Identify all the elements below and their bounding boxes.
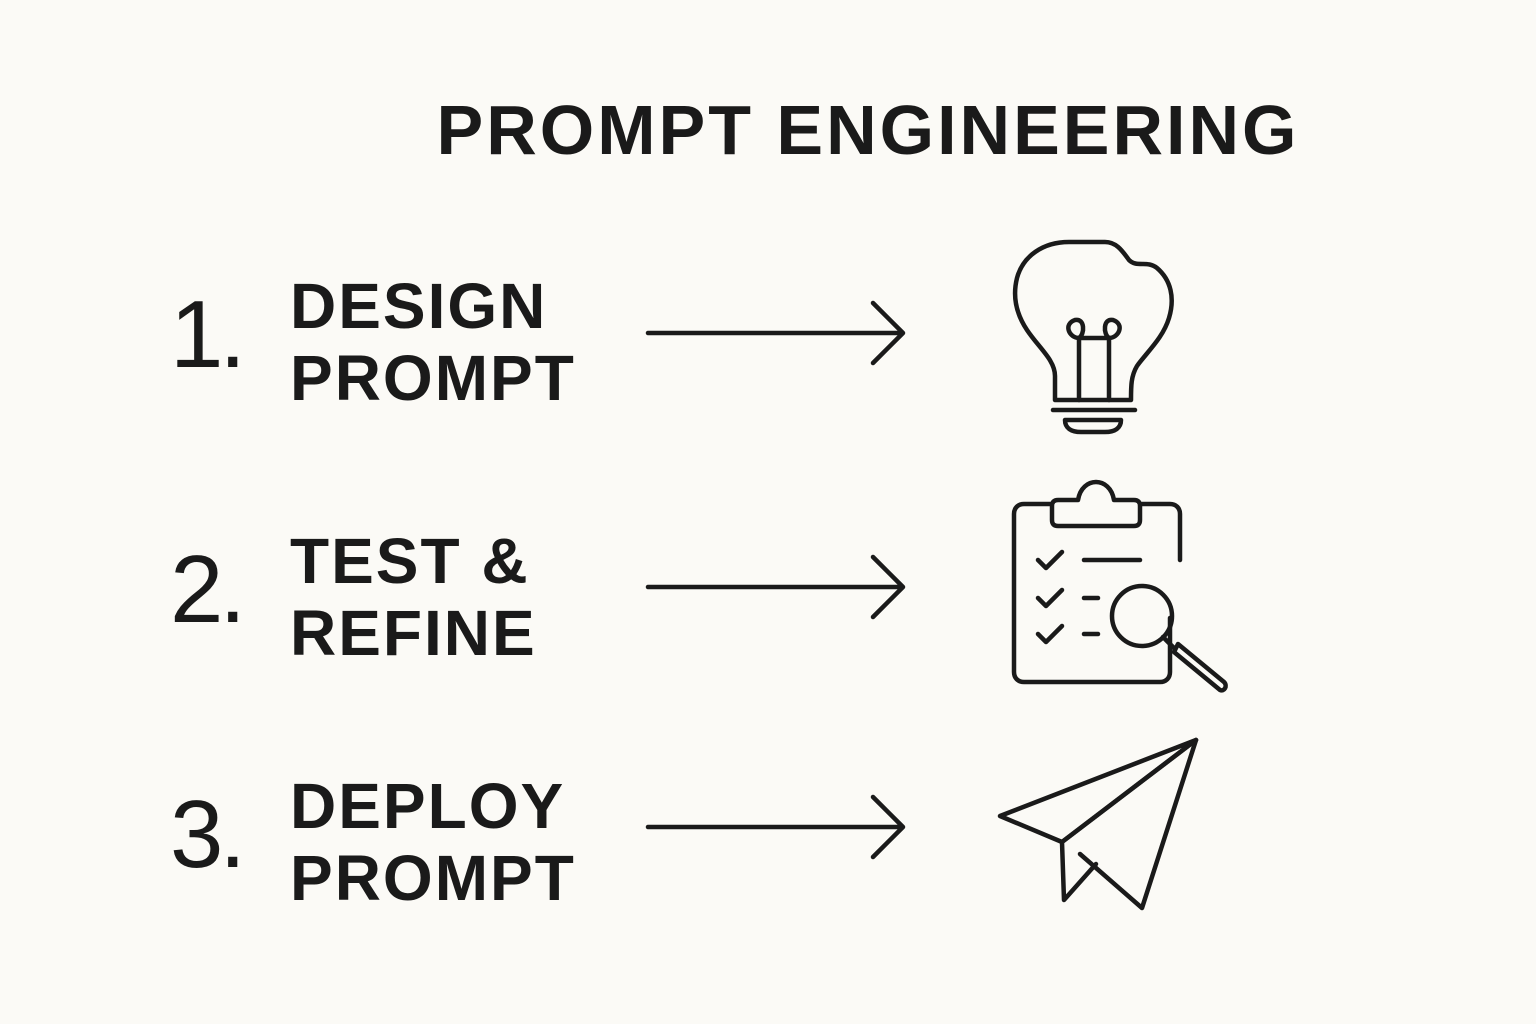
step-label-line-2: PROMPT [290, 342, 576, 414]
step-label: DESIGN PROMPT [290, 270, 576, 414]
step-label-line-2: PROMPT [290, 842, 576, 914]
step-label: TEST & REFINE [290, 525, 537, 669]
step-label-line-1: TEST & [290, 525, 530, 597]
step-test-refine: 2. TEST & REFINE [0, 525, 1536, 675]
step-label-line-1: DESIGN [290, 270, 548, 342]
step-label: DEPLOY PROMPT [290, 770, 576, 914]
diagram-title: PROMPT ENGINEERING [436, 91, 1300, 169]
lightbulb-icon [1012, 239, 1174, 435]
clipboard-checklist-magnifier-icon [1011, 479, 1228, 693]
step-label-line-2: REFINE [290, 597, 537, 669]
step-number: 1. [170, 281, 246, 388]
step-number: 2. [170, 536, 246, 643]
step-label-line-1: DEPLOY [290, 770, 566, 842]
step-number: 3. [170, 781, 246, 888]
right-arrow-icon [645, 554, 906, 620]
step-design-prompt: 1. DESIGN PROMPT [0, 270, 1536, 420]
paper-plane-icon [997, 737, 1199, 911]
step-deploy-prompt: 3. DEPLOY PROMPT [0, 770, 1536, 920]
right-arrow-icon [645, 794, 906, 860]
right-arrow-icon [645, 300, 906, 366]
